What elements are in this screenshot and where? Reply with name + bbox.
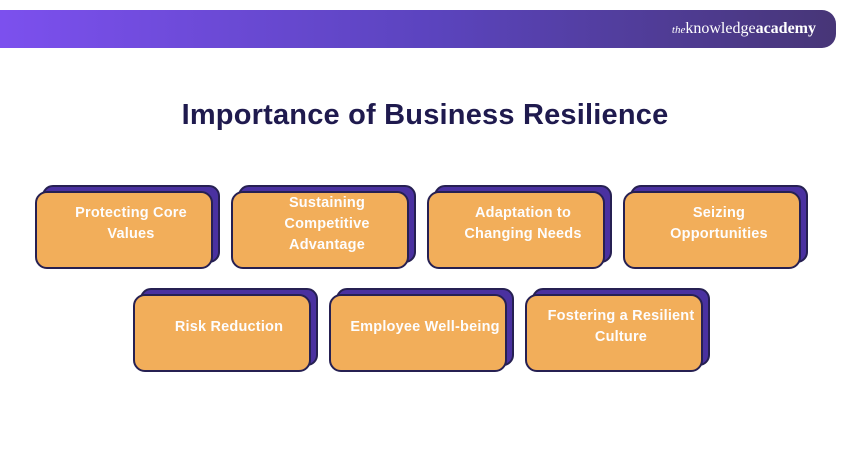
box-label: Seizing Opportunities (670, 205, 768, 242)
logo-academy: academy (755, 20, 816, 37)
logo-knowledge: knowledge (685, 20, 756, 37)
box-sustaining-competitive-advantage: Sustaining Competitive Advantage (231, 185, 416, 269)
box-row-bottom: Risk Reduction Employee Well-being Foste… (0, 288, 850, 372)
box-label: Protecting Core Values (75, 205, 187, 242)
box-adaptation-to-changing-needs: Adaptation to Changing Needs (427, 185, 612, 269)
box-label: Fostering a Resilient Culture (547, 308, 695, 345)
box-protecting-core-values: Protecting Core Values (35, 185, 220, 269)
page-title: Importance of Business Resilience (181, 99, 669, 131)
box-seizing-opportunities: Seizing Opportunities (623, 185, 808, 269)
box-employee-well-being: Employee Well-being (329, 288, 514, 372)
logo-the: the (671, 24, 686, 36)
box-label: Risk Reduction (174, 318, 284, 335)
box-label: Sustaining Competitive Advantage (284, 194, 370, 253)
box-risk-reduction: Risk Reduction (133, 288, 318, 372)
box-label: Adaptation to Changing Needs (464, 205, 582, 242)
box-fostering-resilient-culture: Fostering a Resilient Culture (525, 288, 710, 372)
box-label: Employee Well-being (350, 318, 500, 335)
box-row-top: Protecting Core Values Sustaining Compet… (0, 185, 850, 269)
